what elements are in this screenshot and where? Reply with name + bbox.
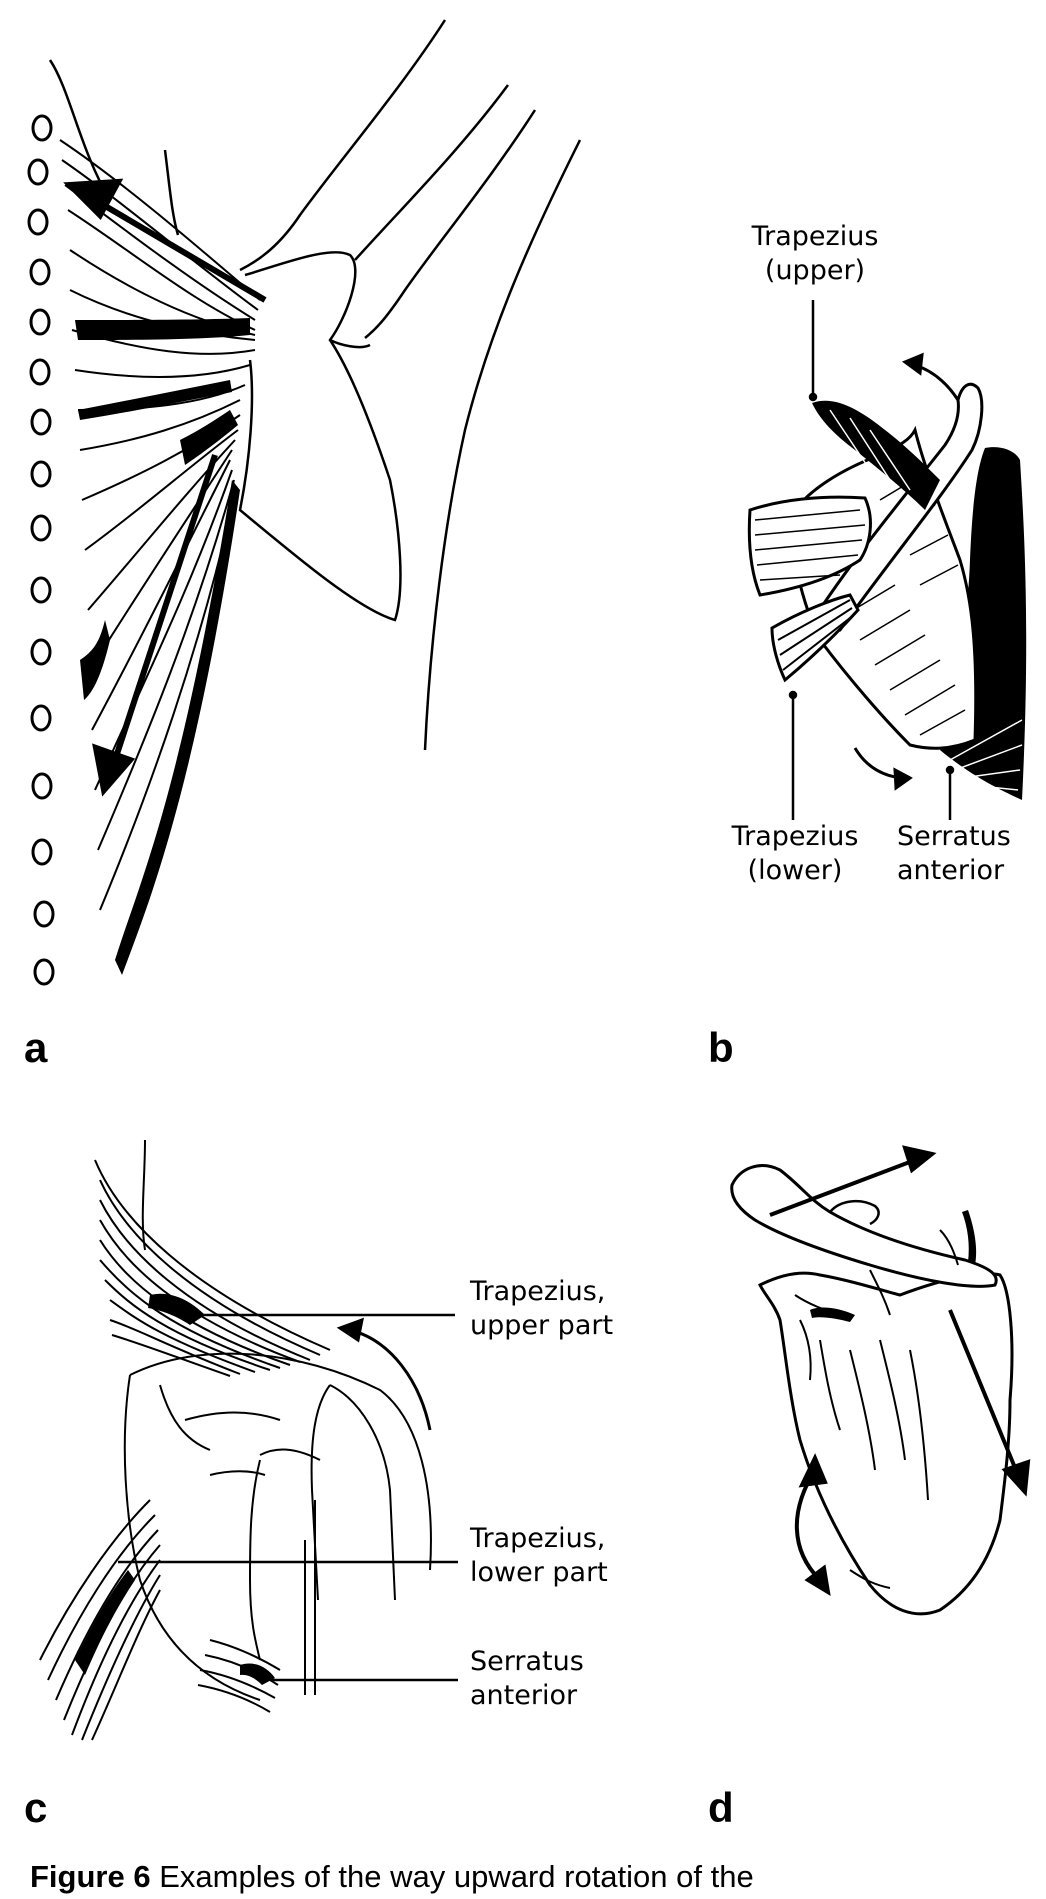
trapezius-middle-muscle [747, 495, 872, 597]
rotation-arrows [853, 352, 960, 791]
panel-a-letter: a [24, 1024, 48, 1071]
label-serratus-anterior-c: Serratus anterior [470, 1646, 584, 1711]
panel-c-letter: c [24, 1784, 48, 1831]
caption-text: Examples of the way upward rotation of t… [150, 1859, 754, 1894]
panel-b-illustration [747, 300, 1027, 820]
vertebrae [27, 114, 55, 986]
serratus-shade-c [240, 1663, 275, 1685]
scapula-texture-d [794, 1229, 959, 1589]
scapula-shading-d [810, 1210, 977, 1322]
rotation-arrows-d [769, 1145, 1031, 1596]
panel-a-illustration [27, 19, 582, 986]
lower-trapezius-shade-c [75, 1570, 135, 1675]
leader-lines [788, 300, 955, 820]
label-serratus-anterior-b: Serratus anterior [897, 821, 1011, 886]
rotation-arrow-c [336, 1317, 432, 1431]
muscle-shading [75, 318, 250, 975]
scapular-spine [796, 382, 984, 643]
panel-c: Trapezius, upper part Trapezius, lower p… [0, 1139, 700, 1840]
upper-trapezius-fibers-c [94, 1159, 331, 1377]
label-trapezius-lower-part: Trapezius, lower part [470, 1523, 608, 1588]
figure-caption: Figure 6 Examples of the way upward rota… [30, 1858, 1030, 1896]
scapula-d [757, 1271, 1014, 1616]
trapezius-lower-muscle [770, 593, 860, 683]
shoulder-outline-c [123, 1139, 432, 1701]
body-outline [48, 19, 582, 751]
trapezius-upper-muscle [812, 400, 940, 510]
leader-lines-c [118, 1313, 458, 1682]
label-trapezius-upper: Trapezius (upper) [751, 221, 879, 286]
serratus-fibers [949, 719, 1023, 791]
label-trapezius-upper-part: Trapezius, upper part [470, 1276, 614, 1341]
panel-b: Trapezius (upper) [700, 0, 1046, 1100]
label-trapezius-lower: Trapezius (lower) [731, 821, 859, 886]
force-arrows [63, 178, 267, 797]
panel-b-letter: b [708, 1024, 734, 1071]
upper-trapezius-shade-c [148, 1293, 205, 1325]
acromion-d [730, 1164, 998, 1288]
panel-d-letter: d [708, 1784, 734, 1831]
panel-a: a [0, 0, 620, 1071]
panel-d: d [700, 1140, 1046, 1840]
figure-label: Figure 6 [30, 1859, 151, 1894]
panel-c-illustration [39, 1139, 458, 1741]
panel-d-illustration [730, 1145, 1031, 1616]
